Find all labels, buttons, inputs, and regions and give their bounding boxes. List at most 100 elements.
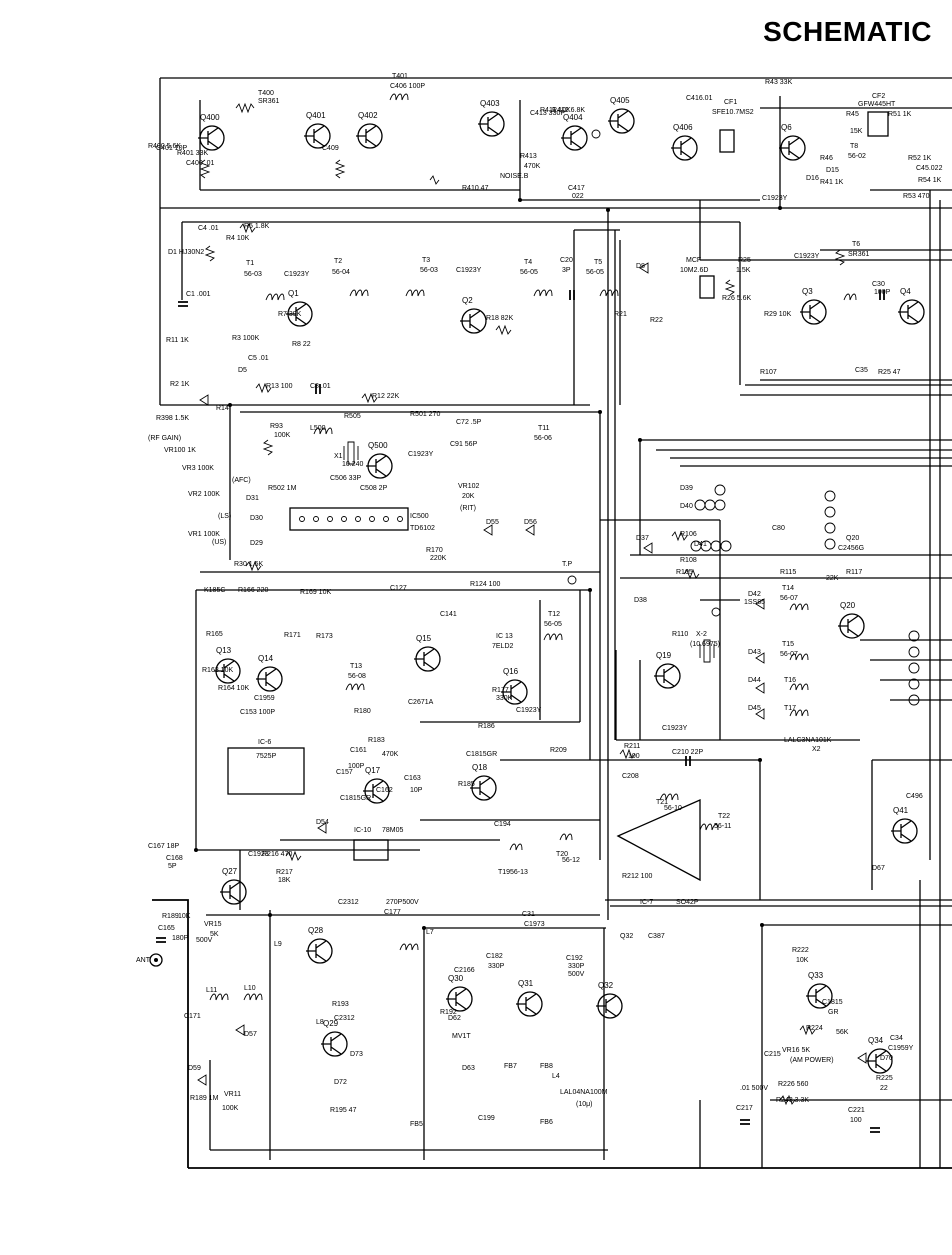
component-label: 56-06 [534,435,552,442]
transistor-q14: Q14 [256,654,283,692]
component-label: R222 [792,947,809,954]
component-label: R25 [738,257,751,264]
component-label: C221 [848,1107,865,1114]
component-label: GFW445HT [858,101,896,108]
component-label: R413 [520,153,537,160]
component-label: 15K [850,128,863,135]
component-label: C157 [336,769,353,776]
component-label: TD6102 [410,525,435,532]
component-label: C506 33P [330,475,361,482]
component-label: L4 [552,1073,560,1080]
component-label: ANT [136,957,151,964]
component-label: C215 [764,1051,781,1058]
transistor-q16: Q16 [501,667,528,705]
component-label: C406 100P [390,83,425,90]
component-label: 56-02 [848,153,866,160]
component-label: R30 1.5K [234,561,264,568]
component-label: 470K [524,163,541,170]
component-label: 100P [874,289,891,296]
component-label: D44 [748,677,761,684]
component-label: R45 [846,111,859,118]
component-label: 3P [562,267,571,274]
component-label: D73 [350,1051,363,1058]
component-label: D45 [748,705,761,712]
component-label: T12 [548,611,560,618]
component-label: R25 47 [878,369,901,376]
transistor-q32: Q32 [596,981,623,1019]
component-label: (RF GAIN) [148,435,181,442]
component-label: R217 [276,869,293,876]
component-label: R12 22K [372,393,400,400]
component-label: R51 1K [888,111,912,118]
component-label: (LS) [218,513,231,520]
transistor-label: Q1 [288,289,299,298]
component-label: L8 [316,1019,324,1026]
component-label: R225 [876,1075,893,1082]
component-label: R54 1K [918,177,942,184]
component-label: 7ELD2 [492,643,514,650]
component-label: D63 [462,1065,475,1072]
component-label: C1923Y [662,725,688,732]
passive-components [149,93,920,1133]
component-label: C199 [478,1115,495,1122]
component-label: C1959Y [888,1045,914,1052]
component-label: 330P [568,963,585,970]
transistor-label: Q18 [472,763,488,772]
component-label: C2312 [334,1015,355,1022]
component-label: T3 [422,257,430,264]
component-label: SR361 [258,98,280,105]
component-label: T2 [334,258,342,265]
component-label: C1815 [822,999,843,1006]
component-label: C163 [404,775,421,782]
component-label: IC500 [410,513,429,520]
component-label: R398 1.5K [156,415,189,422]
transistor-q27: Q27 [220,867,247,905]
component-label: D1 HJ30N2 [168,249,204,256]
component-label: D55 [486,519,499,526]
component-label: X2 [812,746,821,753]
component-label: 56K [836,1029,849,1036]
component-label: R243 3.3K [776,1097,809,1104]
component-label: R195 47 [330,1107,357,1114]
component-label: 56-03 [244,271,262,278]
component-label: T21 [656,799,668,806]
component-label: D42 [748,591,761,598]
component-label: 56-04 [332,269,350,276]
component-label: C413 330P [530,110,565,117]
component-label: T14 [782,585,794,592]
component-label: 10M2.6D [680,267,708,274]
transistor-q33: Q33 [806,971,833,1009]
component-label: C1815GR [466,751,497,758]
component-label: 56-03 [420,267,438,274]
component-label: L500 [310,425,326,432]
component-label: 10K [178,913,191,920]
component-label: 220K [430,555,447,562]
component-label: R171 [284,632,301,639]
component-label: T5 [594,259,602,266]
component-label: R165 [206,631,223,638]
transistor-label: Q27 [222,867,238,876]
component-label: Q32 [620,933,633,940]
component-label: 56-05 [586,269,604,276]
component-label: R11 1K [166,337,189,344]
component-label: IC-7 [640,899,653,906]
component-label: C1923Y [284,271,310,278]
component-label: D54 [316,819,329,826]
component-label: R211 [624,743,640,750]
component-label: C141 [440,611,457,618]
component-label: VR100 1K [164,447,196,454]
component-label: 330P [488,963,505,970]
component-label: C4 .01 [198,225,219,232]
component-label: C401 10P [156,145,187,152]
component-label: SFE10.7MS2 [712,109,754,116]
component-label: SR361 [848,251,870,258]
component-label: R224 [806,1025,823,1032]
component-label: R186 [478,723,495,730]
component-label: C1 .001 [186,291,211,298]
transistor-q13: Q13 [214,646,241,684]
component-label: T401 [392,73,408,80]
component-label: R2 1K [170,381,190,388]
component-label: 56-05 [520,269,538,276]
